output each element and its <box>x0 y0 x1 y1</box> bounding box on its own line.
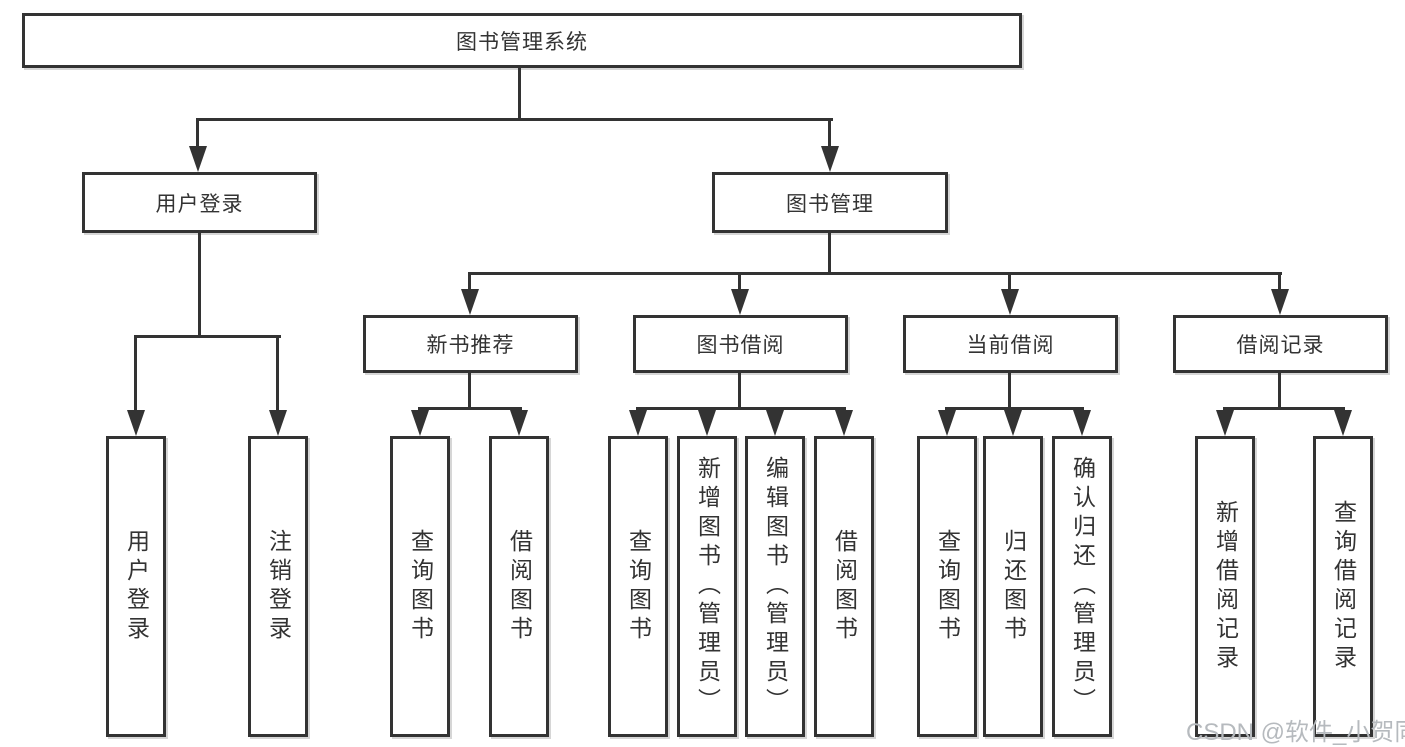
node-label: 编辑图书（管理员） <box>762 456 789 717</box>
leaf-return-books: 归还图书 <box>983 436 1043 737</box>
arrowhead-down-icon <box>698 410 716 436</box>
arrowhead-down-icon <box>411 410 429 436</box>
connector-hline <box>636 407 846 410</box>
arrowhead-down-icon <box>1004 410 1022 436</box>
arrowhead-down-icon <box>731 289 749 315</box>
node-label: 查询图书 <box>934 528 961 645</box>
node-label: 查询图书 <box>407 528 434 645</box>
leaf-edit-books-admin: 编辑图书（管理员） <box>745 436 805 737</box>
connector-vline <box>738 373 741 410</box>
leaf-borrow-books: 借阅图书 <box>814 436 874 737</box>
leaf-confirm-return-admin: 确认归还（管理员） <box>1052 436 1112 737</box>
connector-hline <box>945 407 1084 410</box>
node-label: 用户登录 <box>123 528 150 645</box>
node-library-management-system: 图书管理系统 <box>22 13 1022 68</box>
node-label: 新增图书（管理员） <box>694 456 721 717</box>
node-label: 确认归还（管理员） <box>1069 456 1096 717</box>
node-label: 借阅图书 <box>506 528 533 645</box>
node-book-borrowing: 图书借阅 <box>633 315 848 373</box>
leaf-logout: 注销登录 <box>248 436 308 737</box>
node-label: 借阅图书 <box>831 528 858 645</box>
arrowhead-down-icon <box>189 146 207 172</box>
leaf-query-books-current: 查询图书 <box>917 436 977 737</box>
node-label: 图书管理系统 <box>456 30 588 54</box>
connector-vline <box>276 335 279 413</box>
connector-hline <box>468 272 1282 275</box>
connector-hline <box>135 335 281 338</box>
arrowhead-down-icon <box>510 410 528 436</box>
connector-vline <box>134 335 137 413</box>
leaf-borrow-books-recommend: 借阅图书 <box>489 436 549 737</box>
arrowhead-down-icon <box>1216 410 1234 436</box>
leaf-add-books-admin: 新增图书（管理员） <box>677 436 737 737</box>
node-label: 注销登录 <box>265 528 292 645</box>
connector-vline <box>1278 373 1281 410</box>
connector-vline <box>518 68 521 121</box>
node-label: 查询图书 <box>625 528 652 645</box>
csdn-watermark: CSDN @软件_小贺同学 <box>1186 719 1405 746</box>
connector-vline <box>738 272 741 293</box>
connector-hline <box>197 118 833 121</box>
arrowhead-down-icon <box>127 410 145 436</box>
node-label: 图书借阅 <box>696 334 785 357</box>
connector-hline <box>1223 407 1345 410</box>
arrowhead-down-icon <box>938 410 956 436</box>
node-label: 归还图书 <box>1000 528 1027 645</box>
leaf-user-login: 用户登录 <box>106 436 166 737</box>
arrowhead-down-icon <box>766 410 784 436</box>
leaf-add-borrow-record: 新增借阅记录 <box>1195 436 1255 737</box>
connector-vline <box>198 233 201 338</box>
node-label: 借阅记录 <box>1236 334 1325 357</box>
connector-hline <box>418 407 522 410</box>
connector-vline <box>468 272 471 293</box>
node-new-book-recommend: 新书推荐 <box>363 315 578 373</box>
arrowhead-down-icon <box>1001 289 1019 315</box>
leaf-query-books-borrow: 查询图书 <box>608 436 668 737</box>
leaf-query-books-recommend: 查询图书 <box>390 436 450 737</box>
arrowhead-down-icon <box>269 410 287 436</box>
arrowhead-down-icon <box>1334 410 1352 436</box>
node-label: 查询借阅记录 <box>1330 499 1357 674</box>
arrowhead-down-icon <box>1271 289 1289 315</box>
node-label: 用户登录 <box>155 192 244 216</box>
arrowhead-down-icon <box>835 410 853 436</box>
arrowhead-down-icon <box>629 410 647 436</box>
connector-vline <box>1008 272 1011 293</box>
arrowhead-down-icon <box>1073 410 1091 436</box>
arrowhead-down-icon <box>821 146 839 172</box>
connector-vline <box>1008 373 1011 410</box>
connector-vline <box>1278 272 1281 293</box>
connector-vline <box>828 233 831 275</box>
node-label: 图书管理 <box>786 192 874 216</box>
connector-vline <box>828 118 831 150</box>
node-book-management: 图书管理 <box>712 172 948 233</box>
node-label: 新书推荐 <box>426 334 515 357</box>
node-label: 新增借阅记录 <box>1212 499 1239 674</box>
leaf-query-borrow-record: 查询借阅记录 <box>1313 436 1373 737</box>
node-user-login: 用户登录 <box>82 172 317 233</box>
arrowhead-down-icon <box>461 289 479 315</box>
connector-vline <box>468 373 471 410</box>
node-current-borrowing: 当前借阅 <box>903 315 1118 373</box>
node-label: 当前借阅 <box>966 334 1055 357</box>
node-borrowing-records: 借阅记录 <box>1173 315 1388 373</box>
connector-vline <box>196 118 199 150</box>
